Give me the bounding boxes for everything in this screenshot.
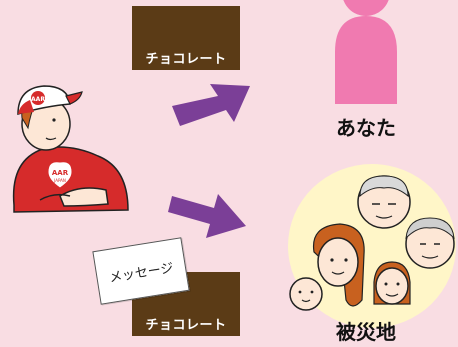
child-girl-icon <box>373 261 411 305</box>
chocolate-label-bottom: チョコレート <box>145 318 227 333</box>
elderly-man-icon <box>357 175 411 229</box>
you-caption: あなた <box>336 116 396 140</box>
shirt-logo: AAR <box>52 169 69 177</box>
woman-icon <box>312 223 365 307</box>
disaster-area-glow <box>288 164 456 328</box>
giver-person-icon <box>12 85 129 213</box>
arrow-to-disaster-area-icon <box>168 194 246 238</box>
baby-icon <box>289 277 323 311</box>
you-silhouette-icon <box>335 0 397 104</box>
elderly-woman-icon <box>405 217 455 269</box>
chocolate-box-top: チョコレート <box>132 6 240 70</box>
chocolate-label-top: チョコレート <box>145 52 227 67</box>
disaster-area-caption: 被災地 <box>336 320 396 344</box>
cap-logo: AAR <box>31 96 45 103</box>
arrow-to-you-icon <box>172 84 250 126</box>
shirt-logo-sub: JAPAN <box>53 178 66 183</box>
